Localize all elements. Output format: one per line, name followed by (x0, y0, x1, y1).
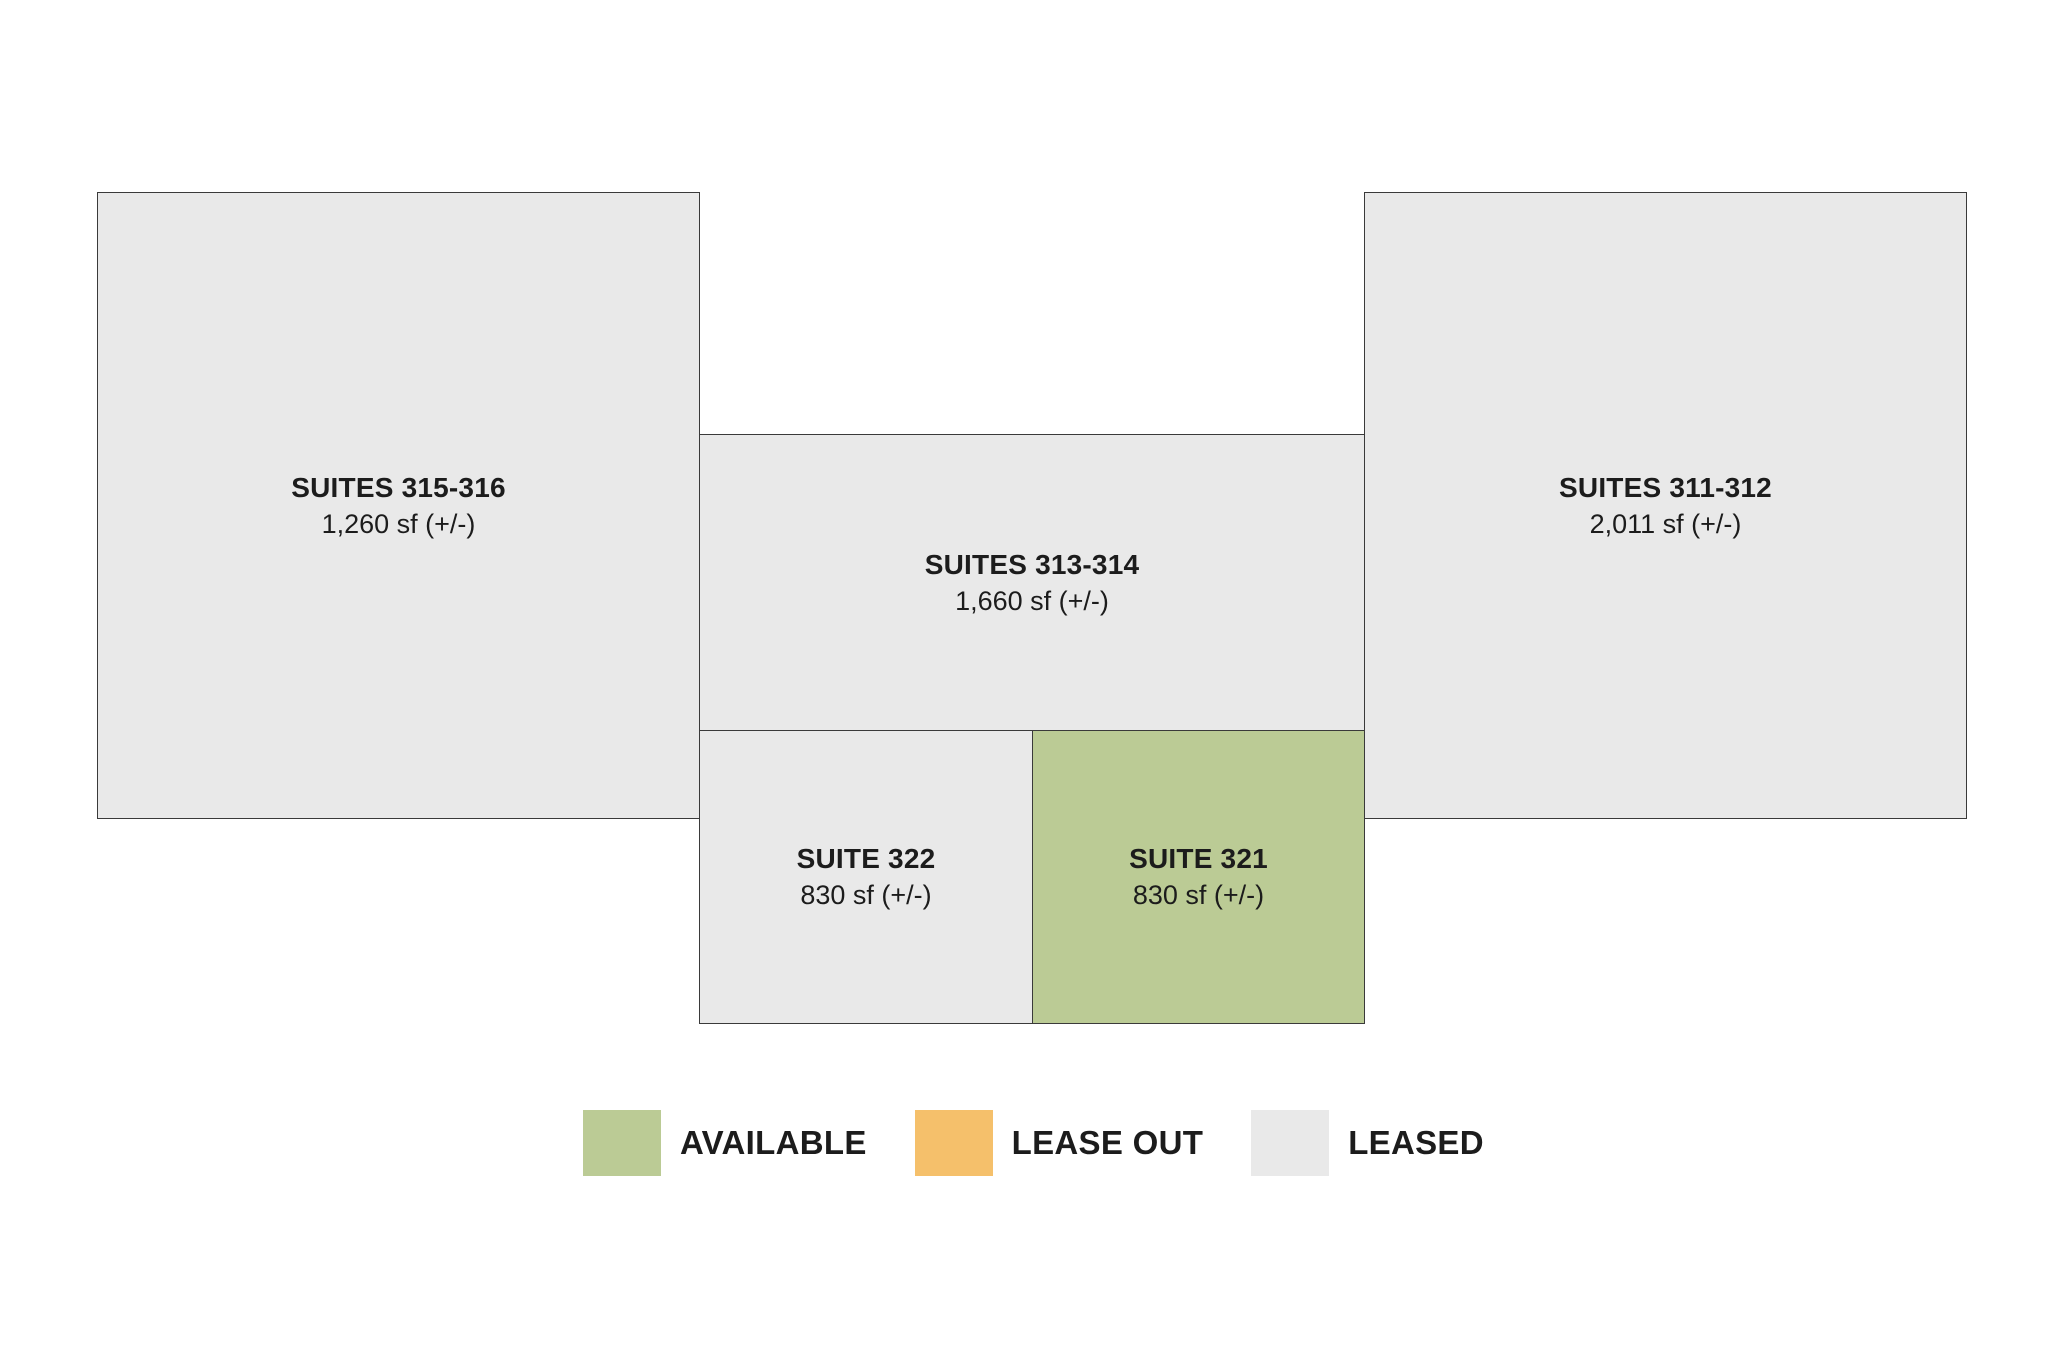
suite-name: SUITES 313-314 (924, 548, 1140, 580)
suite-313-314[interactable]: SUITES 313-314 1,660 sf (+/-) (699, 434, 1365, 731)
suite-area: 1,260 sf (+/-) (321, 508, 476, 539)
suite-315-316[interactable]: SUITES 315-316 1,260 sf (+/-) (97, 192, 700, 819)
legend-label: LEASED (1348, 1124, 1484, 1161)
legend: AVAILABLE LEASE OUT LEASED (583, 1110, 1484, 1176)
suite-area: 830 sf (+/-) (800, 880, 932, 910)
suite-area: 2,011 sf (+/-) (1589, 508, 1742, 539)
legend-label: LEASE OUT (1011, 1124, 1204, 1161)
legend-item-leased: LEASED (1251, 1110, 1484, 1176)
lease-out-swatch (914, 1110, 993, 1176)
available-swatch (583, 1110, 661, 1176)
suite-name: SUITES 311-312 (1559, 471, 1772, 503)
suite-name: SUITES 315-316 (291, 471, 506, 503)
leased-swatch (1251, 1110, 1330, 1176)
suite-name: SUITE 322 (796, 843, 936, 874)
legend-label: AVAILABLE (680, 1124, 867, 1161)
suite-321[interactable]: SUITE 321 830 sf (+/-) (1032, 730, 1365, 1024)
legend-item-available: AVAILABLE (583, 1110, 867, 1176)
suite-name: SUITE 321 (1129, 843, 1268, 874)
suite-322[interactable]: SUITE 322 830 sf (+/-) (699, 730, 1033, 1024)
suite-area: 1,660 sf (+/-) (955, 585, 1109, 616)
suite-311-312[interactable]: SUITES 311-312 2,011 sf (+/-) (1364, 192, 1967, 819)
suite-area: 830 sf (+/-) (1132, 880, 1265, 910)
legend-item-lease-out: LEASE OUT (914, 1110, 1204, 1176)
